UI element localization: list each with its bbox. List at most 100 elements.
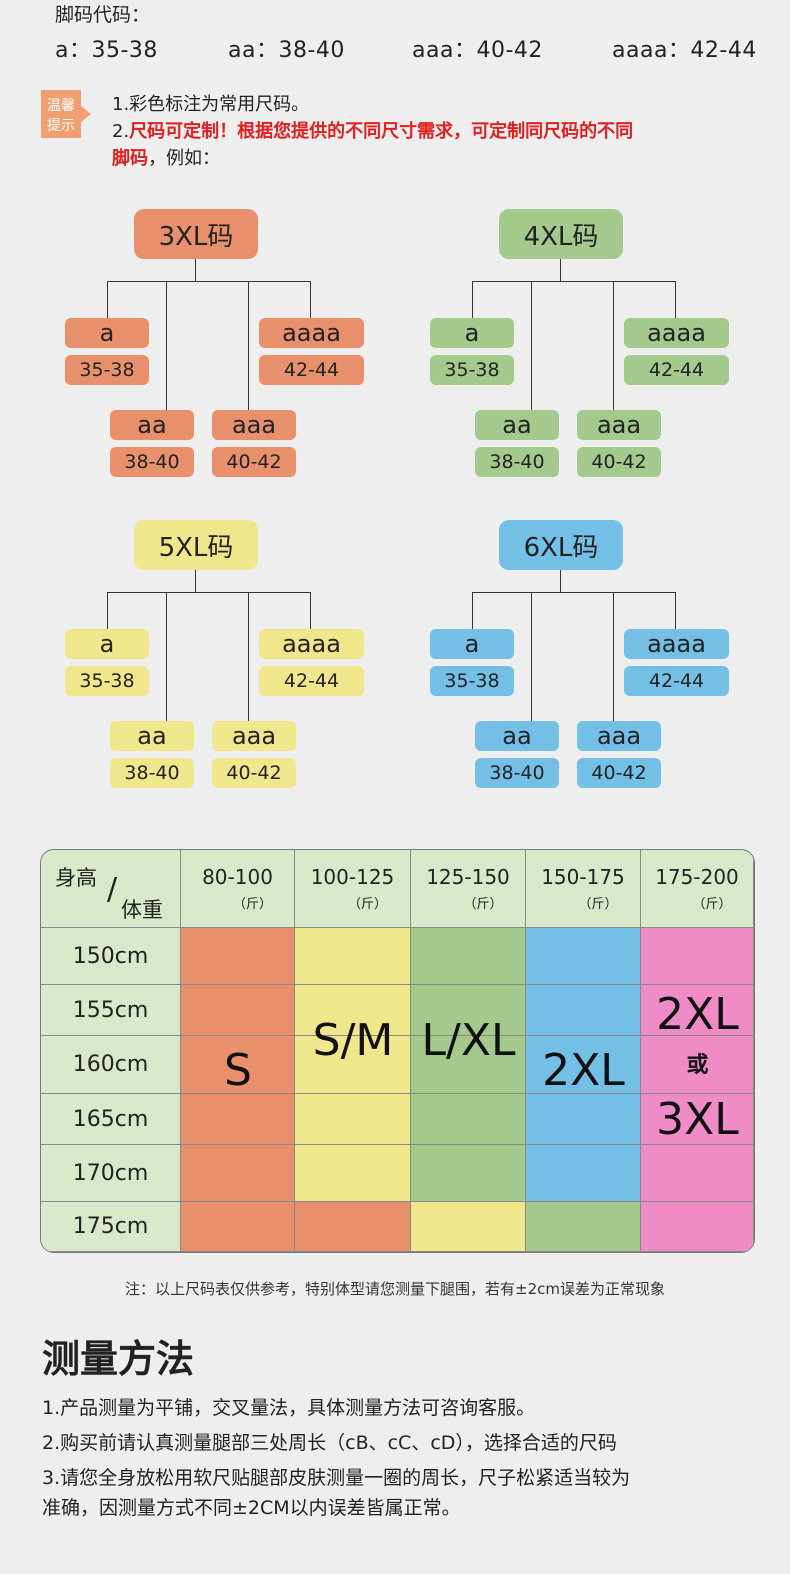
- tree-leaf-range: 40-42: [212, 758, 296, 788]
- table-cell: [181, 1202, 295, 1252]
- tree-drop: [531, 592, 532, 721]
- table-cell: [641, 1202, 754, 1252]
- col-unit: （斤）: [578, 897, 618, 912]
- tree-drop: [310, 281, 311, 318]
- tree-stem: [195, 570, 196, 592]
- tip-line-2-num: 2.: [112, 121, 130, 142]
- tree-leaf-range: 35-38: [65, 355, 149, 385]
- tip-badge-icon: 温馨 提示: [41, 90, 91, 138]
- foot-code-title: 脚码代码：: [55, 4, 151, 26]
- tree-leaf-code: aaaa: [624, 318, 729, 348]
- table-cell: [641, 1094, 754, 1145]
- tree-leaf-range: 35-38: [65, 666, 149, 696]
- col-range: 150-175: [541, 865, 625, 889]
- tree-drop: [166, 281, 167, 410]
- tree-drop: [248, 592, 249, 721]
- size-label-s: S: [224, 1044, 252, 1096]
- tree-stem: [560, 259, 561, 281]
- corner-slash: /: [107, 872, 118, 907]
- table-cell: [411, 928, 526, 985]
- tree-root-1: 4XL码: [499, 209, 623, 259]
- size-label-lxl: L/XL: [421, 1014, 516, 1066]
- table-cell: [526, 1036, 641, 1094]
- table-row-label: 165cm: [41, 1094, 181, 1145]
- tree-drop: [472, 592, 473, 629]
- table-cell: [295, 1145, 411, 1202]
- code-item-aa: aa：38-40: [228, 38, 345, 63]
- table-header-col: 150-175 （斤）: [526, 850, 641, 928]
- method-line-4: 准确，因测量方式不同±2CM以内误差皆属正常。: [42, 1497, 461, 1519]
- table-cell: [641, 1145, 754, 1202]
- table-cell: [181, 1094, 295, 1145]
- tree-leaf-range: 40-42: [577, 758, 661, 788]
- table-cell: [641, 928, 754, 985]
- tree-drop: [675, 592, 676, 629]
- table-cell: [411, 1202, 526, 1252]
- table-row-label: 150cm: [41, 928, 181, 985]
- table-cell: [411, 1094, 526, 1145]
- tree-stem: [560, 570, 561, 592]
- tree-leaf-code: aaaa: [259, 318, 364, 348]
- tree-leaf-code: aa: [475, 410, 559, 440]
- table-row-label: 170cm: [41, 1145, 181, 1202]
- table-cell: [526, 1094, 641, 1145]
- code-item-aaa: aaa：40-42: [412, 38, 543, 63]
- tree-drop: [613, 592, 614, 721]
- table-cell: [181, 985, 295, 1036]
- table-cell: [526, 1202, 641, 1252]
- tree-drop: [166, 592, 167, 721]
- tree-branch: [107, 592, 311, 593]
- tree-leaf-code: aa: [475, 721, 559, 751]
- tree-leaf-range: 38-40: [110, 447, 194, 477]
- tree-leaf-code: aaa: [212, 721, 296, 751]
- table-header-col: 175-200 （斤）: [641, 850, 754, 928]
- table-header-col: 100-125（斤）: [295, 850, 411, 928]
- tip-badge-line1: 温馨: [47, 98, 75, 114]
- tree-leaf-code: aa: [110, 721, 194, 751]
- tree-leaf-code: aaaa: [259, 629, 364, 659]
- table-cell: [411, 985, 526, 1036]
- tip-line-3: 脚码，例如：: [112, 146, 220, 172]
- table-cell: [411, 1036, 526, 1094]
- tree-leaf-range: 38-40: [110, 758, 194, 788]
- table-cell: [641, 1036, 754, 1094]
- tree-leaf-range: 35-38: [430, 666, 514, 696]
- tree-stem: [195, 259, 196, 281]
- tree-root-2: 5XL码: [134, 520, 258, 570]
- tree-leaf-code: aa: [110, 410, 194, 440]
- col-range: 175-200: [655, 865, 739, 889]
- col-unit: （斤）: [692, 897, 732, 912]
- table-header-col: 80-100 （斤）: [181, 850, 295, 928]
- code-item-a: a：35-38: [55, 38, 158, 63]
- tree-leaf-range: 42-44: [624, 355, 729, 385]
- tree-leaf-range: 40-42: [577, 447, 661, 477]
- tree-drop: [310, 592, 311, 629]
- size-label-pink-3xl: 3XL: [656, 1093, 739, 1145]
- col-unit: （斤）: [347, 897, 387, 912]
- tree-branch: [472, 592, 676, 593]
- tip-line-1: 1.彩色标注为常用尺码。: [112, 94, 310, 115]
- col-range: 80-100: [202, 865, 273, 889]
- tree-drop: [472, 281, 473, 318]
- col-range: 125-150: [426, 865, 510, 889]
- table-cell: [295, 985, 411, 1036]
- tree-leaf-code: aaa: [577, 721, 661, 751]
- tip-line-2: 2.尺码可定制！根据您提供的不同尺寸需求，可定制同尺码的不同: [112, 119, 633, 145]
- tree-drop: [613, 281, 614, 410]
- tree-root-3: 6XL码: [499, 520, 623, 570]
- table-header-col: 125-150 （斤）: [411, 850, 526, 928]
- tree-drop: [675, 281, 676, 318]
- tree-leaf-code: aaaa: [624, 629, 729, 659]
- tree-leaf-range: 38-40: [475, 758, 559, 788]
- tree-leaf-range: 42-44: [624, 666, 729, 696]
- tree-drop: [531, 281, 532, 410]
- tree-leaf-range: 40-42: [212, 447, 296, 477]
- col-unit: （斤）: [463, 897, 503, 912]
- size-label-or: 或: [686, 1053, 709, 1078]
- size-label-sm: S/M: [312, 1014, 394, 1066]
- table-cell: [526, 985, 641, 1036]
- tree-leaf-code: aaa: [577, 410, 661, 440]
- col-unit: （斤）: [232, 897, 272, 912]
- tree-branch: [107, 281, 311, 282]
- tree-root-0: 3XL码: [134, 209, 258, 259]
